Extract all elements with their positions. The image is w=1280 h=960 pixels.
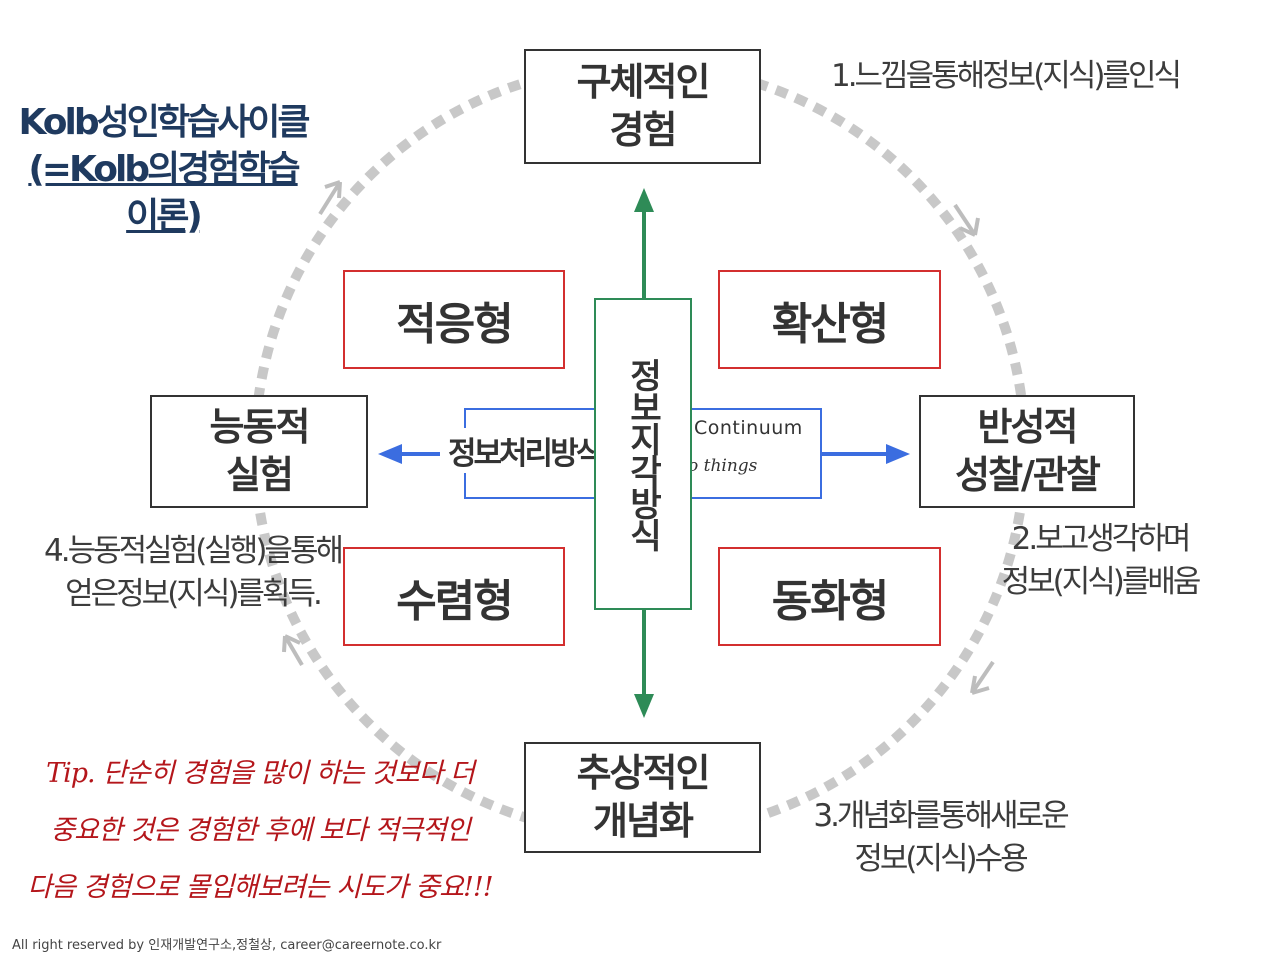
quadrant-diverging: 확산형 [718,270,941,369]
copyright-footer: All right reserved by 인재개발연구소,정철상, caree… [12,938,442,953]
diagram-title: Kolb성인학습사이클 (=Kolb의경험학습이론) [18,100,311,240]
vertical-axis-box: 정보지각방식 [594,298,692,610]
vertical-arrow-up [634,188,654,212]
horizontal-arrow-right [886,444,910,464]
quadrant-converging: 수렴형 [343,547,565,646]
step-2-line-2: 정보(지식)를배움 [1001,564,1202,601]
tip-note: Tip. 단순히 경험을 많이 하는 것보다 더 중요한 것은 경험한 후에 보… [15,745,505,916]
horizontal-axis-label: 정보처리방식 [448,428,604,473]
tip-line-2: 중요한 것은 경험한 후에 보다 적극적인 [50,815,470,846]
quadrant-accommodating: 적응형 [343,270,565,369]
pole-left-line-2: 실험 [226,452,294,497]
step-4: 4.능동적실험(실행)을통해 얻은정보(지식)를획득. [20,530,365,617]
pole-top-line-2: 경험 [609,107,678,152]
pole-abstract-conceptualization: 추상적인 개념화 [524,742,761,853]
pole-right-line-1: 반성적 [977,405,1079,449]
step-2-line-1: 2.보고생각하며 [1011,521,1192,557]
step-2: 2.보고생각하며 정보(지식)를배움 [960,518,1240,605]
pole-concrete-experience: 구체적인 경험 [524,49,761,164]
step-4-line-1: 4.능동적실험(실행)을통해 [44,533,344,569]
step-3: 3.개념화를통해새로운 정보(지식)수용 [770,795,1110,882]
cycle-arrow-top-right [953,203,980,237]
cycle-arrow-bottom-left [282,634,304,667]
pole-top-line-1: 구체적인 [576,60,711,104]
title-line-2: (=Kolb의경험학습이론) [28,148,300,237]
cycle-arrow-bottom-right [970,660,995,695]
quadrant-assimilating: 동화형 [718,547,941,646]
pole-right-line-2: 성찰/관찰 [955,452,1101,497]
continuum-text: Continuum [694,417,803,439]
step-3-line-1: 3.개념화를통해새로운 [813,798,1069,834]
pole-active-experimentation: 능동적 실험 [150,395,368,508]
continuum-subtext: o things [688,456,758,476]
step-4-line-2: 얻은정보(지식)를획득. [65,576,323,613]
horizontal-arrow-left [378,444,402,464]
step-1: 1.느낌을통해정보(지식)를인식 [830,58,1182,94]
pole-left-line-1: 능동적 [209,405,311,449]
pole-bottom-line-2: 개념화 [593,798,694,843]
tip-line-3: 다음 경험으로 몰입해보려는 시도가 중요!!! [27,872,493,903]
vertical-arrow-down [634,694,654,718]
title-line-1: Kolb성인학습사이클 [18,102,311,143]
pole-reflective-observation: 반성적 성찰/관찰 [919,395,1135,508]
vertical-axis-label: 정보지각방식 [622,358,663,550]
cycle-arrow-top-left [318,180,342,216]
pole-bottom-line-1: 추상적인 [576,751,711,795]
tip-line-1: Tip. 단순히 경험을 많이 하는 것보다 더 [46,758,475,789]
step-3-line-2: 정보(지식)수용 [854,841,1028,878]
